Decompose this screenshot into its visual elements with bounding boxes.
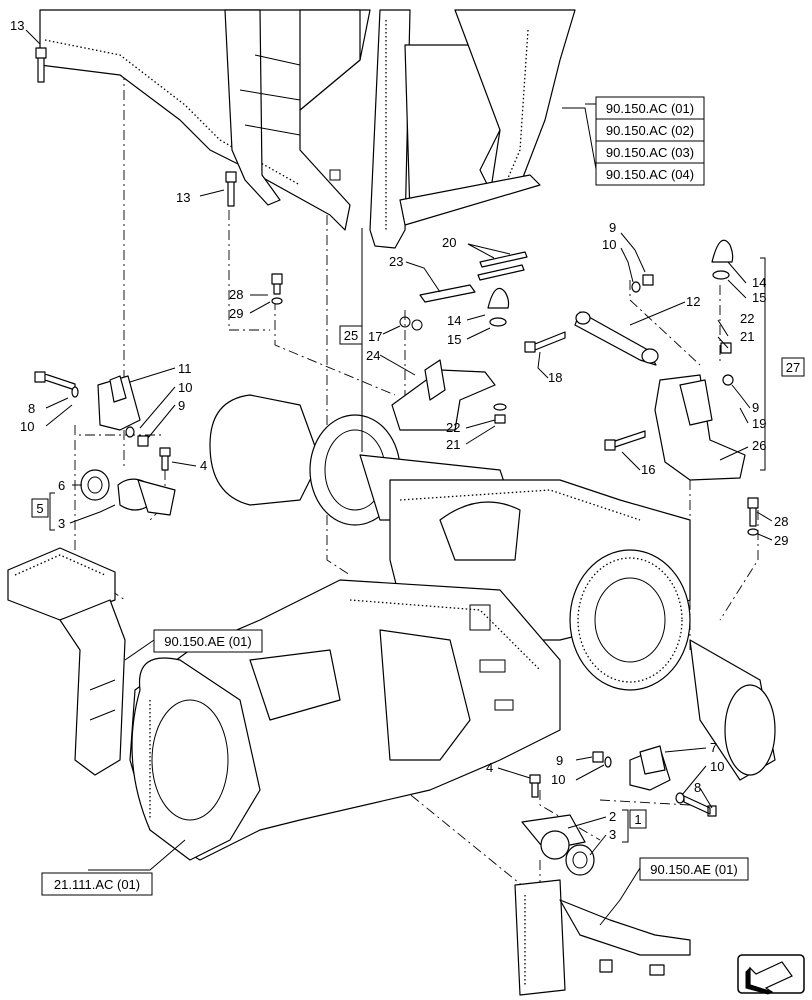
svg-text:90.150.AE (01): 90.150.AE (01)	[650, 862, 737, 877]
callout-10e: 10	[710, 759, 724, 774]
svg-text:90.150.AE (01): 90.150.AE (01)	[164, 634, 251, 649]
svg-text:5: 5	[36, 501, 43, 516]
ref-box-cab-4[interactable]: 90.150.AC (04)	[595, 162, 705, 186]
callout-6: 6	[58, 478, 65, 493]
group-labels: 25 27 5 1	[31, 325, 805, 829]
callout-4a: 4	[200, 458, 207, 473]
callout-8a: 8	[28, 401, 35, 416]
svg-text:1: 1	[634, 812, 641, 827]
callout-2: 2	[609, 809, 616, 824]
reference-codes: 90.150.AC (01) 90.150.AC (02) 90.150.AC …	[41, 96, 749, 896]
callout-22b: 22	[740, 311, 754, 326]
callout-26: 26	[752, 438, 766, 453]
callout-29a: 29	[229, 306, 243, 321]
callout-10c: 10	[20, 419, 34, 434]
callout-3b: 3	[609, 827, 616, 842]
ref-box-cab-2[interactable]: 90.150.AC (02)	[595, 118, 705, 142]
callout-21b: 21	[740, 329, 754, 344]
ref-box-cab-3[interactable]: 90.150.AC (03)	[595, 140, 705, 164]
svg-text:90.150.AC (04): 90.150.AC (04)	[606, 167, 694, 182]
svg-text:90.150.AC (02): 90.150.AC (02)	[606, 123, 694, 138]
callout-14b: 14	[752, 275, 766, 290]
leader-lines	[25, 29, 773, 926]
callout-9b: 9	[752, 400, 759, 415]
group-box-25: 25	[339, 325, 363, 345]
svg-text:21.111.AC (01): 21.111.AC (01)	[54, 877, 140, 892]
callout-4b: 4	[486, 760, 493, 775]
right-platform	[514, 879, 691, 996]
callout-10b: 10	[178, 380, 192, 395]
svg-text:90.150.AC (03): 90.150.AC (03)	[606, 145, 694, 160]
callout-13a: 13	[10, 18, 24, 33]
callout-8b: 8	[694, 780, 701, 795]
callout-7: 7	[710, 740, 717, 755]
callout-23: 23	[389, 254, 403, 269]
callout-10a: 10	[602, 237, 616, 252]
callout-22a: 22	[446, 420, 460, 435]
callout-21a: 21	[446, 437, 460, 452]
callout-15b: 15	[752, 290, 766, 305]
group-box-1: 1	[629, 809, 647, 829]
ref-box-platform-right[interactable]: 90.150.AE (01)	[639, 857, 749, 881]
callout-18: 18	[548, 370, 562, 385]
arrow-nav-icon[interactable]	[737, 954, 805, 995]
callout-28b: 28	[774, 514, 788, 529]
small-parts	[34, 47, 759, 876]
ref-box-cab-1[interactable]: 90.150.AC (01)	[595, 96, 705, 120]
callout-28a: 28	[229, 287, 243, 302]
bolt-13a	[35, 47, 47, 83]
ref-box-transmission[interactable]: 21.111.AC (01)	[41, 872, 153, 896]
callout-20: 20	[442, 235, 456, 250]
callout-19: 19	[752, 416, 766, 431]
cab-assembly	[39, 9, 576, 249]
callout-9d: 9	[556, 753, 563, 768]
callout-9c: 9	[178, 398, 185, 413]
callout-15a: 15	[447, 332, 461, 347]
group-box-5: 5	[31, 498, 49, 518]
callout-16: 16	[641, 462, 655, 477]
svg-text:25: 25	[344, 328, 358, 343]
callout-14a: 14	[447, 313, 461, 328]
callout-17: 17	[368, 329, 382, 344]
svg-text:27: 27	[786, 360, 800, 375]
callout-numbers: 13 13 20 23 28 29 17 14 15 24 22 21 9 10…	[10, 18, 788, 842]
svg-text:90.150.AC (01): 90.150.AC (01)	[606, 101, 694, 116]
callout-12: 12	[686, 294, 700, 309]
callout-11: 11	[178, 361, 192, 376]
bolt-13b	[225, 171, 237, 207]
callout-9a: 9	[609, 220, 616, 235]
ref-box-platform-left[interactable]: 90.150.AE (01)	[153, 629, 263, 653]
group-box-27: 27	[781, 357, 805, 377]
callout-24: 24	[366, 348, 380, 363]
callout-10d: 10	[551, 772, 565, 787]
callout-3a: 3	[58, 516, 65, 531]
left-platform	[7, 547, 126, 776]
callout-13b: 13	[176, 190, 190, 205]
callout-29b: 29	[774, 533, 788, 548]
